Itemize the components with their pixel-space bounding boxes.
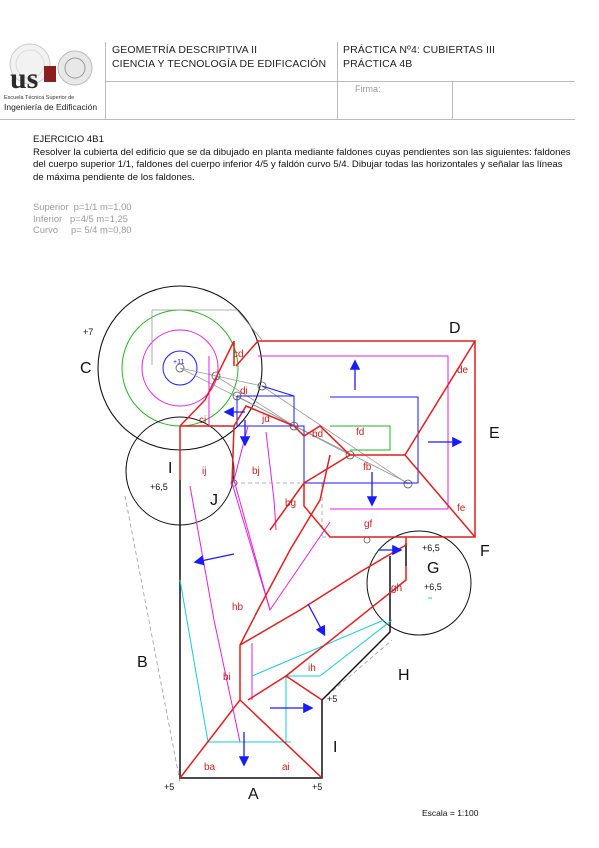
elevation-labels: +7 +6,5 +6,5 +6,5 +5 +5 +5 +11 [83, 327, 442, 792]
svg-text:bd: bd [312, 429, 323, 440]
curved-roof-circles [97, 285, 472, 636]
slope-arrows [193, 359, 463, 767]
exercise-title: EJERCICIO 4B1 [33, 134, 104, 145]
svg-text:D: D [449, 320, 461, 337]
subject-line1: GEOMETRÍA DESCRIPTIVA II [112, 44, 258, 56]
svg-text:B: B [137, 654, 148, 671]
svg-text:+7: +7 [83, 327, 93, 337]
svg-text:I: I [168, 460, 172, 477]
svg-text:ij: ij [202, 466, 206, 477]
svg-text:fb: fb [363, 462, 372, 473]
school-line2: Ingeniería de Edificación [4, 102, 98, 112]
svg-text:C: C [80, 360, 92, 377]
svg-text:ih: ih [308, 663, 316, 674]
subject-line2: CIENCIA Y TECNOLOGÍA DE EDIFICACIÓN [112, 58, 327, 70]
svg-text:H: H [398, 667, 410, 684]
svg-text:+6,5: +6,5 [422, 543, 440, 553]
svg-text:fe: fe [457, 503, 466, 514]
svg-text:bg: bg [285, 498, 296, 509]
svg-text:A: A [248, 786, 259, 803]
horizontals-cyan [179, 579, 432, 743]
svg-text:de: de [457, 365, 469, 376]
svg-text:bj: bj [252, 466, 260, 477]
practice-line2: PRÁCTICA 4B [343, 58, 413, 70]
point-labels: A B C D E F G H I I J [80, 320, 500, 803]
scale-label: Escala = 1:100 [422, 808, 479, 818]
seal-icon: us [9, 43, 93, 95]
university-logo: us Escuela Técnica Superior de Ingenierí… [2, 42, 105, 118]
svg-text:jd: jd [261, 414, 270, 425]
svg-text:+6,5: +6,5 [424, 582, 442, 592]
svg-text:+6,5: +6,5 [150, 482, 168, 492]
svg-text:gh: gh [391, 583, 402, 594]
exercise-text: Resolver la cubierta del edificio que se… [33, 146, 571, 183]
svg-text:J: J [210, 492, 218, 509]
svg-text:di: di [240, 386, 248, 397]
svg-text:cd: cd [233, 349, 244, 360]
roof-ridges [179, 340, 477, 779]
exercise-block: EJERCICIO 4B1 Resolver la cubierta del e… [33, 134, 573, 184]
svg-text:+11: +11 [173, 359, 184, 366]
faldon-labels: cd ci di jd bd fd fb de fe gf bg bj ij h… [199, 349, 469, 773]
param-row: Inferior p=4/5 m=1,25 [33, 212, 128, 224]
page-header: us Escuela Técnica Superior de Ingenierí… [0, 0, 599, 120]
school-line1: Escuela Técnica Superior de [4, 95, 75, 101]
svg-text:ci: ci [199, 415, 206, 426]
svg-text:I: I [333, 739, 337, 756]
svg-text:hb: hb [232, 602, 244, 613]
svg-text:us: us [10, 62, 38, 95]
svg-text:E: E [489, 425, 500, 442]
svg-text:ai: ai [282, 762, 290, 773]
firma-label: Firma: [355, 84, 381, 94]
svg-text:+5: +5 [164, 782, 174, 792]
horizontals-magenta [189, 355, 449, 743]
building-outline [179, 480, 407, 779]
svg-text:gf: gf [364, 519, 373, 530]
svg-text:F: F [480, 543, 490, 560]
param-row: Superior p=1/1 m=1,00 [33, 201, 132, 212]
svg-text:ba: ba [204, 762, 216, 773]
svg-text:fd: fd [356, 427, 364, 438]
svg-text:bi: bi [223, 672, 231, 683]
svg-text:+5: +5 [312, 782, 322, 792]
svg-text:+5: +5 [327, 694, 337, 704]
param-row: Curvo p= 5/4 m=0,80 [33, 224, 132, 235]
practice-line1: PRÁCTICA Nº4: CUBIERTAS III [343, 44, 496, 56]
svg-text:G: G [427, 560, 439, 577]
